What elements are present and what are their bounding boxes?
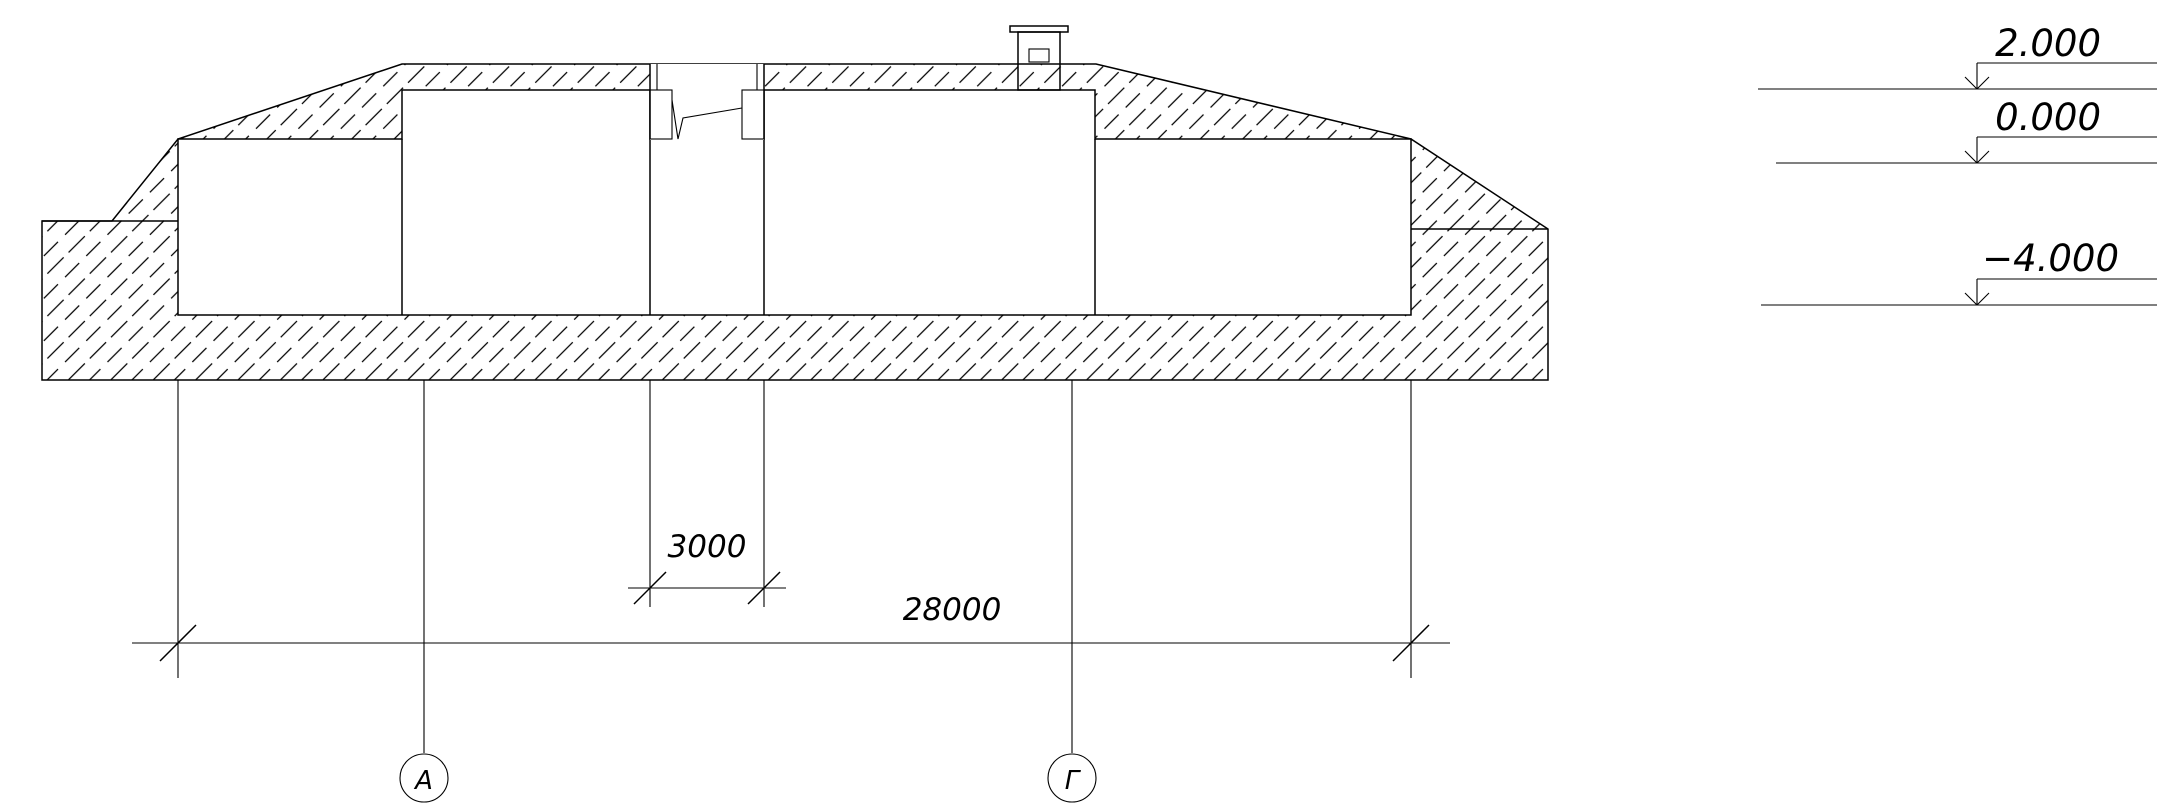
ventilation-stack — [1009, 25, 1069, 91]
axis-g-label: Г — [1065, 766, 1082, 796]
dimension-3000: 3000 — [628, 529, 786, 605]
axis-g: Г — [1047, 380, 1097, 803]
level-ground-label: 0.000 — [1995, 96, 2101, 139]
level-mark-bottom: −4.000 — [1761, 237, 2157, 306]
level-mark-top: 2.000 — [1758, 22, 2157, 90]
mound-outline — [41, 63, 1549, 381]
level-top-label: 2.000 — [1995, 22, 2101, 65]
earth-fill — [42, 64, 1548, 380]
extension-lines — [177, 380, 1412, 678]
stair — [671, 99, 743, 140]
dimension-3000-label: 3000 — [668, 529, 747, 565]
entrance-shaft — [649, 64, 765, 140]
axis-a-label: А — [413, 766, 433, 796]
dimension-28000-label: 28000 — [903, 592, 1002, 628]
level-bottom-label: −4.000 — [1982, 237, 2119, 280]
axis-a: А — [399, 380, 449, 803]
dimension-28000: 28000 — [132, 592, 1450, 662]
level-mark-ground: 0.000 — [1776, 96, 2157, 164]
